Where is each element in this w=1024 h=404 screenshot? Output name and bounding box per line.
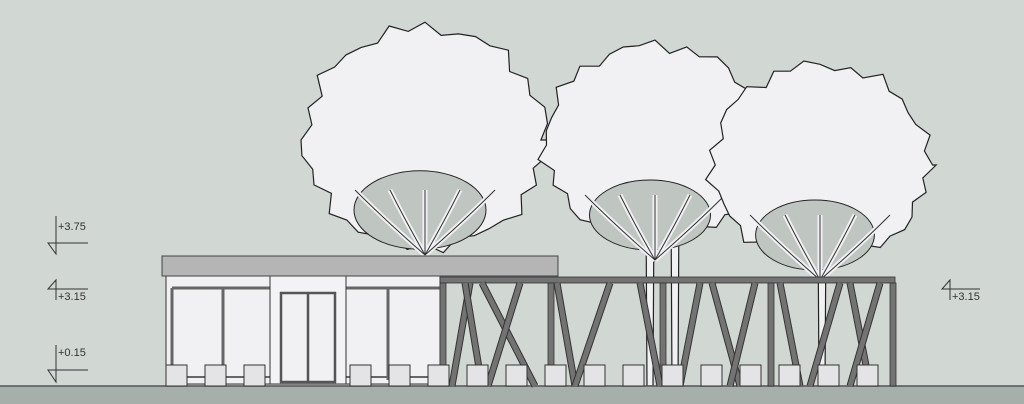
level-marker-left-2: +3.15 (46, 278, 88, 303)
footing (505, 364, 528, 387)
footing (427, 364, 450, 387)
footing (349, 364, 372, 387)
tree-2 (537, 39, 775, 387)
level-label: +3.15 (952, 291, 980, 303)
footing (817, 364, 840, 387)
footing (165, 364, 188, 387)
pergola-post (889, 282, 897, 387)
footing (544, 364, 567, 387)
footing (583, 364, 606, 387)
footing (661, 364, 684, 387)
footing (204, 364, 227, 387)
level-marker-right: +3.15 (940, 278, 980, 303)
footing (700, 364, 723, 387)
pergola-post (767, 282, 775, 387)
ground (0, 386, 1024, 404)
level-label: +0.15 (58, 347, 86, 359)
footings (165, 364, 879, 387)
roof-slab (161, 255, 559, 277)
footing (622, 364, 645, 387)
footing (739, 364, 762, 387)
footing (466, 364, 489, 387)
level-marker-left-1: +3.75 (47, 216, 88, 256)
level-marker-left-3: +0.15 (47, 345, 88, 384)
footing (388, 364, 411, 387)
footing (856, 364, 879, 387)
tree-1 (300, 21, 680, 387)
level-label: +3.75 (58, 221, 86, 233)
trees (300, 21, 938, 387)
level-label: +3.15 (58, 291, 86, 303)
footing (243, 364, 266, 387)
footing (778, 364, 801, 387)
